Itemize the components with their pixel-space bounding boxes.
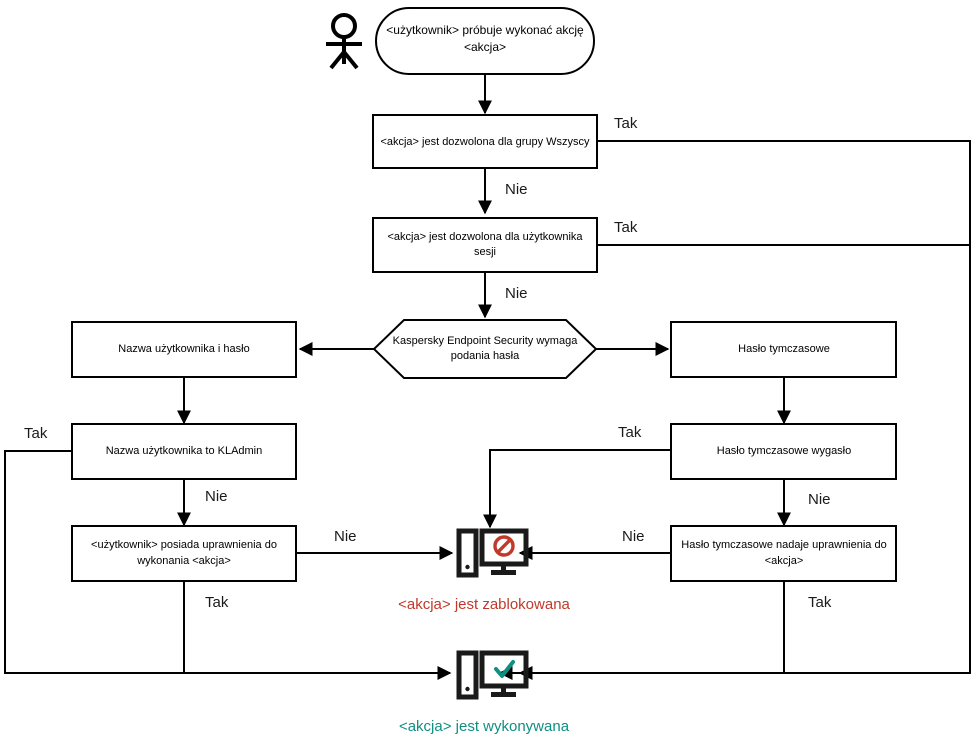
label-grants-no: Nie: [622, 528, 645, 545]
label-session-no: Nie: [505, 285, 528, 302]
node-kes-line2: podania hasła: [451, 350, 520, 362]
node-allowed-everyone-line1: <akcja> jest dozwolona dla grupy Wszyscy: [380, 136, 590, 148]
node-allowed-everyone: <akcja> jest dozwolona dla grupy Wszyscy: [372, 114, 598, 169]
node-temp-grants-line1: Hasło tymczasowe nadaje uprawnienia do: [681, 539, 886, 551]
node-start-line1: <użytkownik> próbuje wykonać akcję: [386, 23, 584, 37]
connectors: [4, 75, 971, 680]
node-username-password: Nazwa użytkownika i hasło: [71, 321, 297, 378]
executed-outcome-label: <akcja> jest wykonywana: [399, 718, 570, 735]
computer-blocked-icon: [456, 528, 529, 578]
edge-kladmin-yes: [4, 450, 452, 680]
node-temporary-password: Hasło tymczasowe: [670, 321, 897, 378]
label-permissions-yes: Tak: [205, 594, 229, 611]
node-kladmin-line1: Nazwa użytkownika to KLAdmin: [106, 445, 263, 457]
node-start: <użytkownik> próbuje wykonać akcję <akcj…: [375, 7, 595, 75]
label-expired-no: Nie: [808, 491, 831, 508]
edge-labels: Tak Nie Tak Nie Tak Nie Nie Tak Tak Nie …: [24, 115, 832, 611]
node-allowed-session-line2: sesji: [474, 246, 496, 258]
person-icon: [326, 13, 362, 70]
label-grants-yes: Tak: [808, 594, 832, 611]
node-permissions-line1: <użytkownik> posiada uprawnienia do: [91, 539, 277, 551]
node-username-is-kladmin: Nazwa użytkownika to KLAdmin: [71, 423, 297, 480]
label-kladmin-no: Nie: [205, 488, 228, 505]
label-kladmin-yes: Tak: [24, 425, 48, 442]
node-kes-requires-password: Kaspersky Endpoint Security wymaga podan…: [372, 319, 598, 379]
computer-allowed-icon: [456, 650, 529, 700]
node-allowed-session-user: <akcja> jest dozwolona dla użytkownika s…: [372, 217, 598, 273]
node-temp-expired-line1: Hasło tymczasowe wygasło: [717, 445, 852, 457]
node-allowed-session-line1: <akcja> jest dozwolona dla użytkownika: [387, 231, 583, 243]
node-temp-password-grants: Hasło tymczasowe nadaje uprawnienia do <…: [670, 525, 897, 582]
node-temp-grants-line2: <akcja>: [765, 555, 804, 567]
node-kes-line1: Kaspersky Endpoint Security wymaga: [393, 335, 579, 347]
label-everyone-no: Nie: [505, 181, 528, 198]
node-start-line2: <akcja>: [464, 40, 506, 54]
blocked-outcome-label: <akcja> jest zablokowana: [398, 596, 570, 613]
node-temp-password-expired: Hasło tymczasowe wygasło: [670, 423, 897, 480]
edge-expired-yes: [483, 449, 672, 529]
label-session-yes: Tak: [614, 219, 638, 236]
label-expired-yes: Tak: [618, 424, 642, 441]
node-username-password-line1: Nazwa użytkownika i hasło: [118, 343, 249, 355]
label-everyone-yes: Tak: [614, 115, 638, 132]
node-temporary-password-line1: Hasło tymczasowe: [738, 343, 830, 355]
node-permissions-line2: wykonania <akcja>: [136, 555, 231, 567]
node-user-has-permissions: <użytkownik> posiada uprawnienia do wyko…: [71, 525, 297, 582]
label-permissions-no: Nie: [334, 528, 357, 545]
